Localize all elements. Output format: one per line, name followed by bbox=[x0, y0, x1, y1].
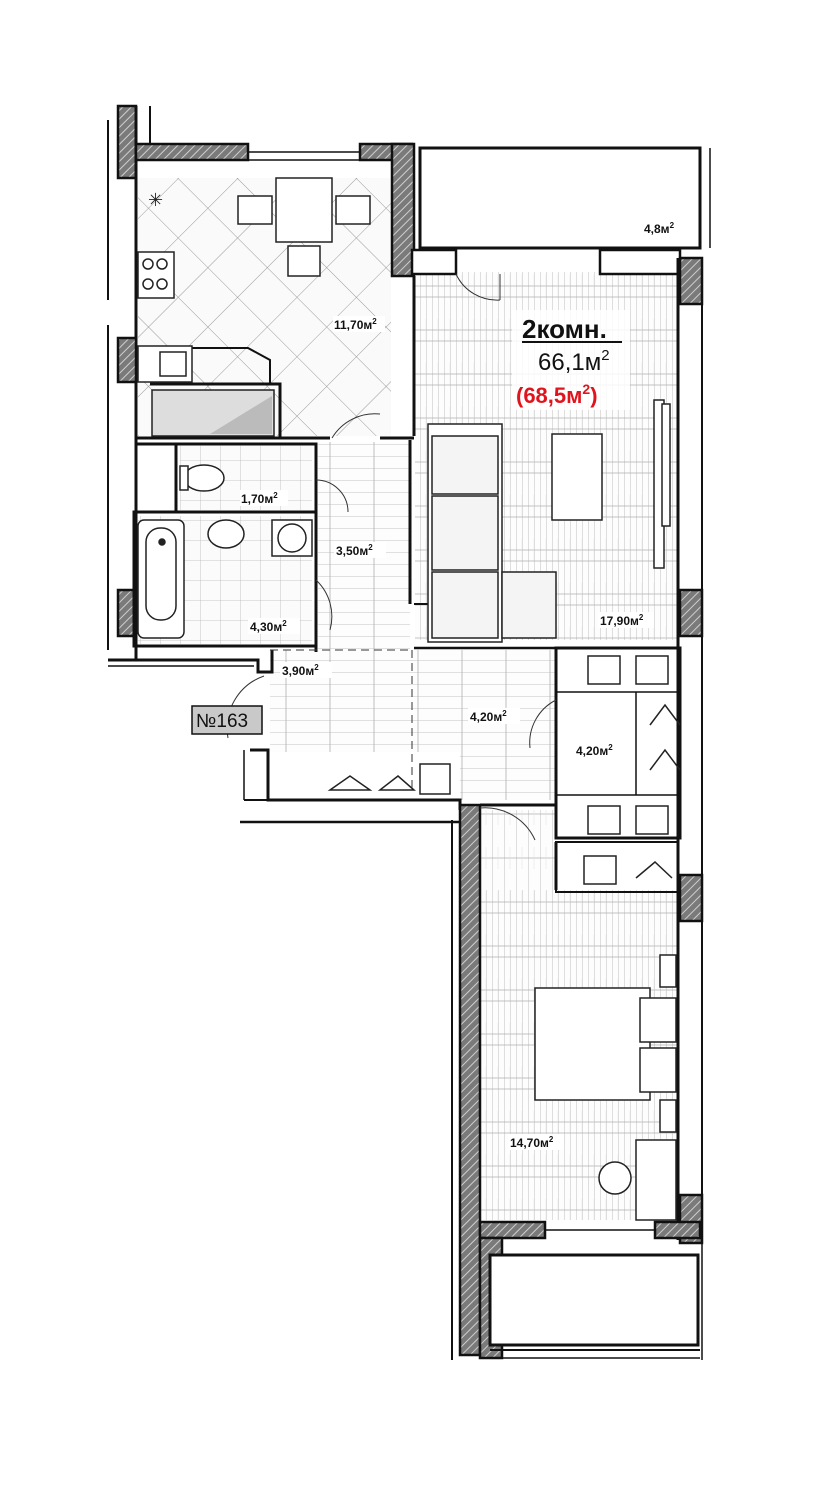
svg-text:4,8м2: 4,8м2 bbox=[644, 221, 675, 236]
total-area: (68,5м bbox=[516, 383, 582, 408]
bathroom-area: 4,30м bbox=[250, 620, 282, 634]
svg-text:(68,5м2): (68,5м2) bbox=[516, 381, 598, 408]
living-area-label: 17,90м bbox=[600, 614, 639, 628]
toilet-area: 1,70м bbox=[241, 492, 273, 506]
chair bbox=[287, 245, 321, 277]
svg-text:4,30м2: 4,30м2 bbox=[250, 619, 287, 634]
corridor-area: 3,50м bbox=[336, 544, 368, 558]
svg-text:11,70м2: 11,70м2 bbox=[334, 317, 377, 332]
kitchen-area: 11,70м bbox=[334, 318, 372, 332]
furniture bbox=[137, 177, 677, 1221]
svg-text:1,70м2: 1,70м2 bbox=[241, 491, 278, 506]
coffee-table bbox=[551, 433, 603, 521]
rooms-label: 2комн. bbox=[522, 314, 607, 344]
chair bbox=[598, 1161, 632, 1195]
svg-text:14,70м2: 14,70м2 bbox=[510, 1135, 554, 1150]
svg-text:3,90м2: 3,90м2 bbox=[282, 663, 319, 678]
svg-text:17,90м2: 17,90м2 bbox=[600, 613, 644, 628]
desk bbox=[635, 1139, 677, 1221]
area-labels: 11,70м2 4,8м2 17,90м2 1,70м2 4,30м2 3,50… bbox=[240, 220, 682, 1150]
entry-area: 3,90м bbox=[282, 664, 314, 678]
unit-number-badge: №163 bbox=[191, 705, 263, 735]
chair bbox=[237, 195, 273, 225]
svg-text:4,20м2: 4,20м2 bbox=[576, 743, 613, 758]
bedroom-area: 14,70м bbox=[510, 1136, 549, 1150]
apartment-title: 2комн. 66,1м2 (68,5м2) bbox=[512, 310, 630, 410]
washbasin bbox=[207, 519, 245, 549]
hall-area: 4,20м bbox=[470, 710, 502, 724]
hanger-icons bbox=[327, 703, 681, 879]
balcony-area: 4,8м bbox=[644, 222, 670, 236]
svg-text:4,20м2: 4,20м2 bbox=[470, 709, 507, 724]
dining-table bbox=[275, 177, 333, 243]
wardrobe-area: 4,20м bbox=[576, 744, 608, 758]
bed bbox=[534, 987, 651, 1101]
unit-number: №163 bbox=[196, 711, 248, 732]
snowflake-icon: ✳ bbox=[148, 190, 163, 211]
toilet-bowl bbox=[183, 464, 225, 492]
living-area-total: 66,1м bbox=[538, 349, 601, 376]
chair bbox=[335, 195, 371, 225]
svg-text:66,1м2: 66,1м2 bbox=[538, 347, 610, 376]
svg-text:3,50м2: 3,50м2 bbox=[336, 543, 373, 558]
